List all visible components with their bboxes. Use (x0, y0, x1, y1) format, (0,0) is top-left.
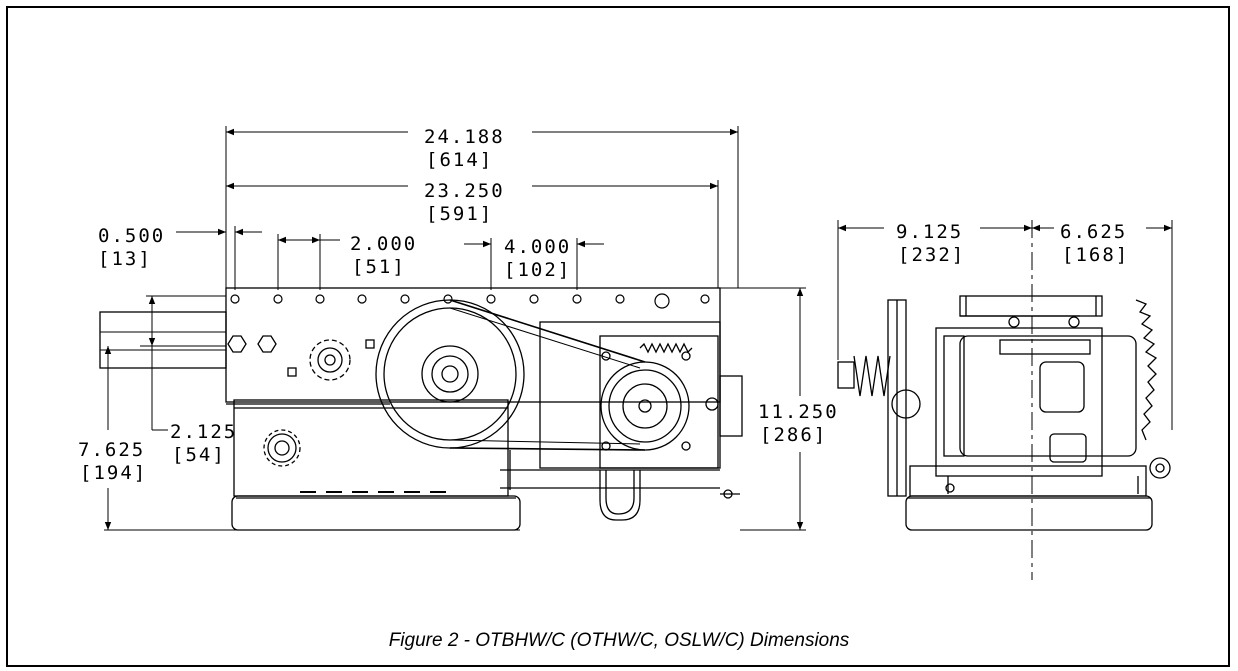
dim-end-offset-in: 0.500 (98, 225, 165, 247)
bail-handle (599, 470, 641, 521)
sprocket (1135, 299, 1158, 441)
side-frame (935, 327, 1103, 477)
dimension-labels: 24.188 [614] 23.250 [591] 0.500 [13] 2.0… (78, 126, 1129, 484)
side-base (905, 495, 1153, 531)
dim-overall-height-in: 11.250 (758, 401, 839, 423)
dim-overall-length-mm: [614] (426, 149, 493, 171)
side-view (837, 295, 1171, 531)
dim-base-height-mm: [194] (80, 462, 147, 484)
dim-hole-span-mm: [591] (426, 203, 493, 225)
dim-hole-pitch-large-mm: [102] (504, 259, 571, 281)
v-belt (449, 299, 646, 451)
front-view (99, 287, 743, 531)
dim-hole-pitch-small-in: 2.000 (350, 233, 417, 255)
base-rail (231, 495, 521, 531)
input-shaft (99, 311, 227, 369)
dim-side-right-in: 6.625 (1060, 221, 1127, 243)
dim-shaft-height-in: 2.125 (170, 421, 237, 443)
dim-side-left-in: 9.125 (896, 221, 963, 243)
gearbox-housing (539, 321, 721, 469)
dimension-lines (104, 126, 1173, 580)
dim-side-right-mm: [168] (1062, 244, 1129, 266)
dim-base-height-in: 7.625 (78, 439, 145, 461)
dim-hole-span-in: 23.250 (424, 180, 505, 202)
dim-end-offset-mm: [13] (98, 248, 152, 270)
dim-hole-pitch-small-mm: [51] (352, 256, 406, 278)
motor-body (959, 335, 1137, 457)
small-sheave (600, 361, 690, 451)
figure-caption: Figure 2 - OTBHW/C (OTHW/C, OSLW/C) Dime… (388, 630, 850, 651)
dim-side-left-mm: [232] (898, 244, 965, 266)
dim-shaft-height-mm: [54] (172, 444, 226, 466)
dim-hole-pitch-large-in: 4.000 (504, 236, 571, 258)
dim-overall-length-in: 24.188 (424, 126, 505, 148)
dim-overall-height-mm: [286] (760, 424, 827, 446)
large-sheave (375, 299, 525, 449)
main-plate (225, 287, 721, 403)
